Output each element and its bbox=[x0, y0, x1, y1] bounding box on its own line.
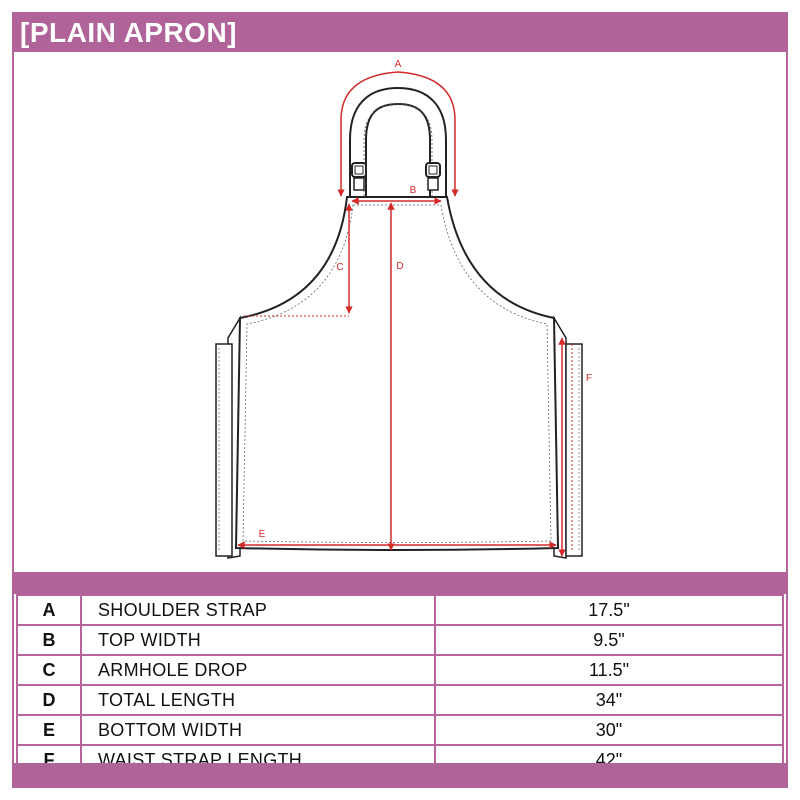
row-code: E bbox=[16, 714, 82, 746]
row-name: ARMHOLE DROP bbox=[80, 654, 436, 686]
measure-f: F bbox=[558, 337, 592, 557]
table-row: E BOTTOM WIDTH 30" bbox=[16, 714, 784, 746]
label-a: A bbox=[395, 59, 402, 70]
neck-strap bbox=[349, 86, 447, 200]
table-row: D TOTAL LENGTH 34" bbox=[16, 684, 784, 716]
label-e: E bbox=[259, 529, 266, 540]
row-name: TOP WIDTH bbox=[80, 624, 436, 656]
row-name: TOTAL LENGTH bbox=[80, 684, 436, 716]
row-name: SHOULDER STRAP bbox=[80, 594, 436, 626]
table-top-band bbox=[12, 572, 788, 594]
right-buckle bbox=[425, 162, 441, 191]
row-code: C bbox=[16, 654, 82, 686]
table-row: A SHOULDER STRAP 17.5" bbox=[16, 594, 784, 626]
row-code: A bbox=[16, 594, 82, 626]
row-value: 9.5" bbox=[434, 624, 784, 656]
label-f: F bbox=[586, 373, 592, 384]
row-name: BOTTOM WIDTH bbox=[80, 714, 436, 746]
measurement-table: A SHOULDER STRAP 17.5" B TOP WIDTH 9.5" … bbox=[16, 594, 784, 776]
apron-diagram: A B C D E F bbox=[14, 52, 786, 572]
row-value: 30" bbox=[434, 714, 784, 746]
label-d: D bbox=[396, 261, 403, 272]
table-bottom-band bbox=[12, 763, 788, 788]
measure-b: B bbox=[351, 185, 442, 205]
measure-c: C bbox=[244, 203, 353, 317]
table-row: C ARMHOLE DROP 11.5" bbox=[16, 654, 784, 686]
row-value: 34" bbox=[434, 684, 784, 716]
row-value: 11.5" bbox=[434, 654, 784, 686]
row-value: 17.5" bbox=[434, 594, 784, 626]
apron-body bbox=[234, 196, 560, 551]
page-title: [PLAIN APRON] bbox=[20, 17, 238, 48]
title-bar: [PLAIN APRON] bbox=[12, 12, 788, 52]
row-code: B bbox=[16, 624, 82, 656]
label-b: B bbox=[410, 185, 417, 196]
measure-d: D bbox=[387, 202, 404, 551]
label-c: C bbox=[336, 262, 343, 273]
measure-a: A bbox=[337, 59, 459, 197]
row-code: D bbox=[16, 684, 82, 716]
measure-e: E bbox=[237, 529, 557, 549]
table-row: B TOP WIDTH 9.5" bbox=[16, 624, 784, 656]
left-buckle bbox=[351, 162, 367, 191]
